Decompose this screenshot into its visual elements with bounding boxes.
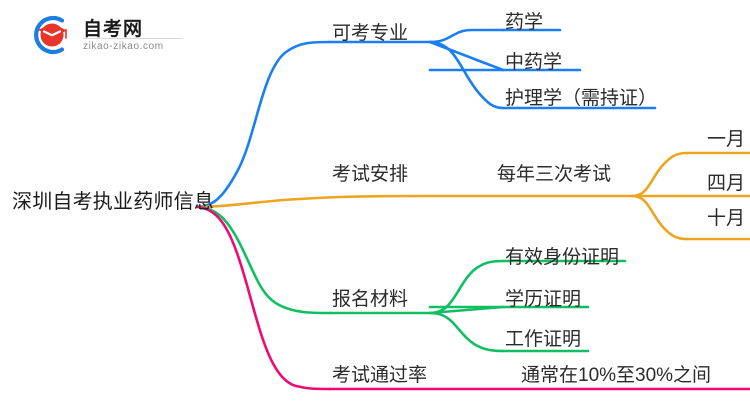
edge-materials-to-work	[428, 311, 505, 353]
branch-label-majors[interactable]: 可考专业	[332, 23, 409, 44]
logo-divider	[83, 38, 183, 39]
node-pharmacy[interactable]: 药学	[505, 12, 544, 33]
branch-label-exam-schedule[interactable]: 考试安排	[332, 164, 409, 185]
graduation-cap-icon	[34, 15, 67, 55]
edge-materials-to-education	[428, 305, 505, 315]
node-three-times-a-year[interactable]: 每年三次考试	[497, 164, 612, 185]
edge-materials-to-valid-id	[428, 259, 505, 315]
logo-brand-name: 自考网	[83, 19, 144, 40]
edge-schedule-to-january	[630, 151, 688, 198]
edge-root-to-materials	[196, 205, 332, 315]
edge-schedule-to-october	[630, 194, 688, 241]
node-valid-id[interactable]: 有效身份证明	[505, 247, 620, 268]
edge-majors-to-pharmacy	[428, 28, 505, 44]
edge-root-to-schedule	[196, 194, 432, 209]
node-nursing[interactable]: 护理学（需持证）	[505, 88, 658, 109]
edge-root-to-majors	[196, 40, 332, 209]
edge-majors-to-tcm	[428, 40, 505, 72]
edge-majors-to-nursing	[428, 40, 505, 110]
branch-label-pass-rate[interactable]: 考试通过率	[332, 365, 428, 386]
node-education-certificate[interactable]: 学历证明	[505, 289, 582, 310]
node-pass-rate-value[interactable]: 通常在10%至30%之间	[521, 365, 712, 386]
node-october[interactable]: 十月	[706, 208, 745, 229]
node-work-certificate[interactable]: 工作证明	[505, 329, 582, 350]
node-january[interactable]: 一月	[706, 129, 745, 150]
node-april[interactable]: 四月	[706, 173, 745, 194]
edge-root-to-pass-rate	[196, 205, 332, 391]
root-node[interactable]: 深圳自考执业药师信息	[12, 191, 214, 213]
node-tcm-pharmacy[interactable]: 中药学	[505, 52, 563, 73]
logo-url: zikao-zikao.com	[83, 41, 164, 52]
branch-label-materials[interactable]: 报名材料	[332, 289, 409, 310]
site-logo[interactable]: 自考网 zikao-zikao.com	[28, 10, 188, 60]
